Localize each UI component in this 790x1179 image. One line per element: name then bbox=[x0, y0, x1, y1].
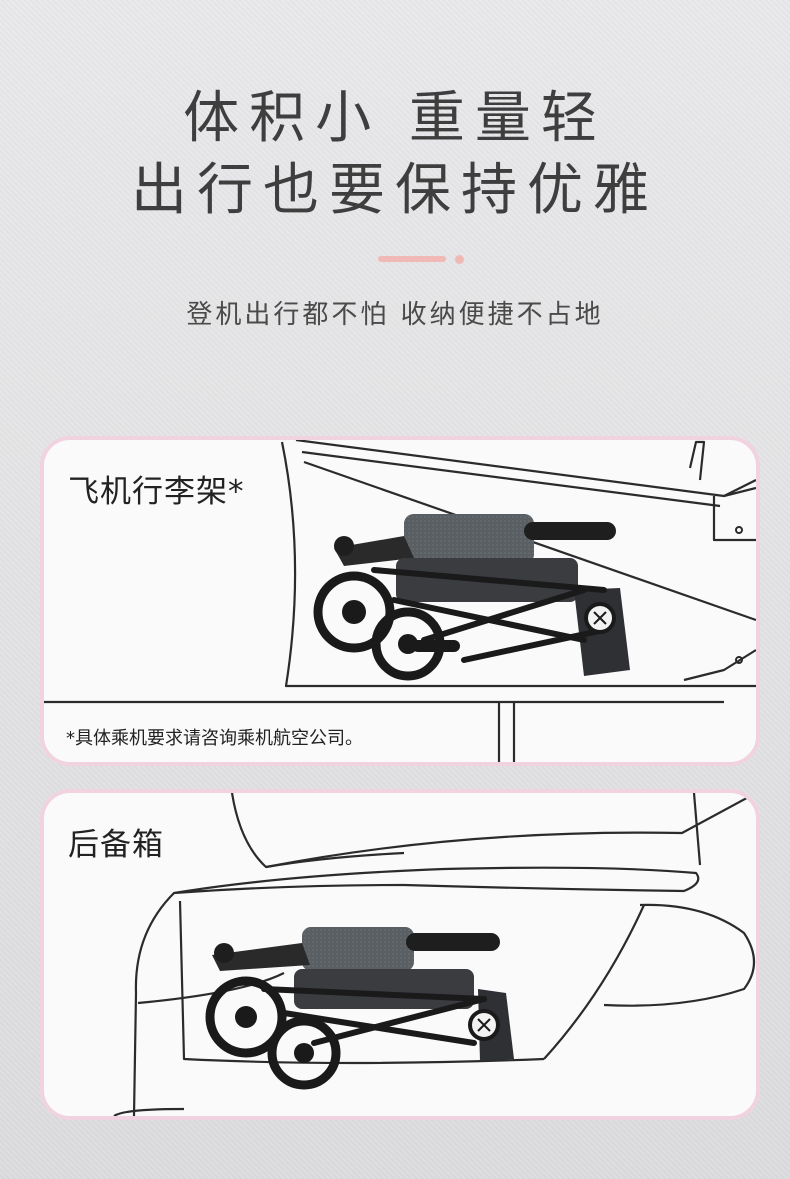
airplane-overhead-bin-stroller-illustration bbox=[44, 440, 756, 762]
car-trunk-label: 后备箱 bbox=[68, 827, 164, 863]
overhead-bin-label: 飞机行李架* bbox=[68, 474, 245, 510]
accent-dot bbox=[455, 255, 464, 264]
overhead-bin-card: 飞机行李架* *具体乘机要求请咨询乘机航空公司。 bbox=[40, 436, 760, 766]
accent-bar bbox=[378, 256, 446, 262]
car-trunk-stroller-illustration bbox=[113, 793, 756, 1116]
headline-line-1: 体积小 重量轻 bbox=[183, 86, 607, 151]
boarding-note: *具体乘机要求请咨询乘机航空公司。 bbox=[66, 728, 363, 749]
car-trunk-card: 后备箱 bbox=[40, 789, 760, 1120]
headline-line-2: 出行也要保持优雅 bbox=[131, 158, 659, 223]
subheadline: 登机出行都不怕 收纳便捷不占地 bbox=[186, 300, 604, 330]
